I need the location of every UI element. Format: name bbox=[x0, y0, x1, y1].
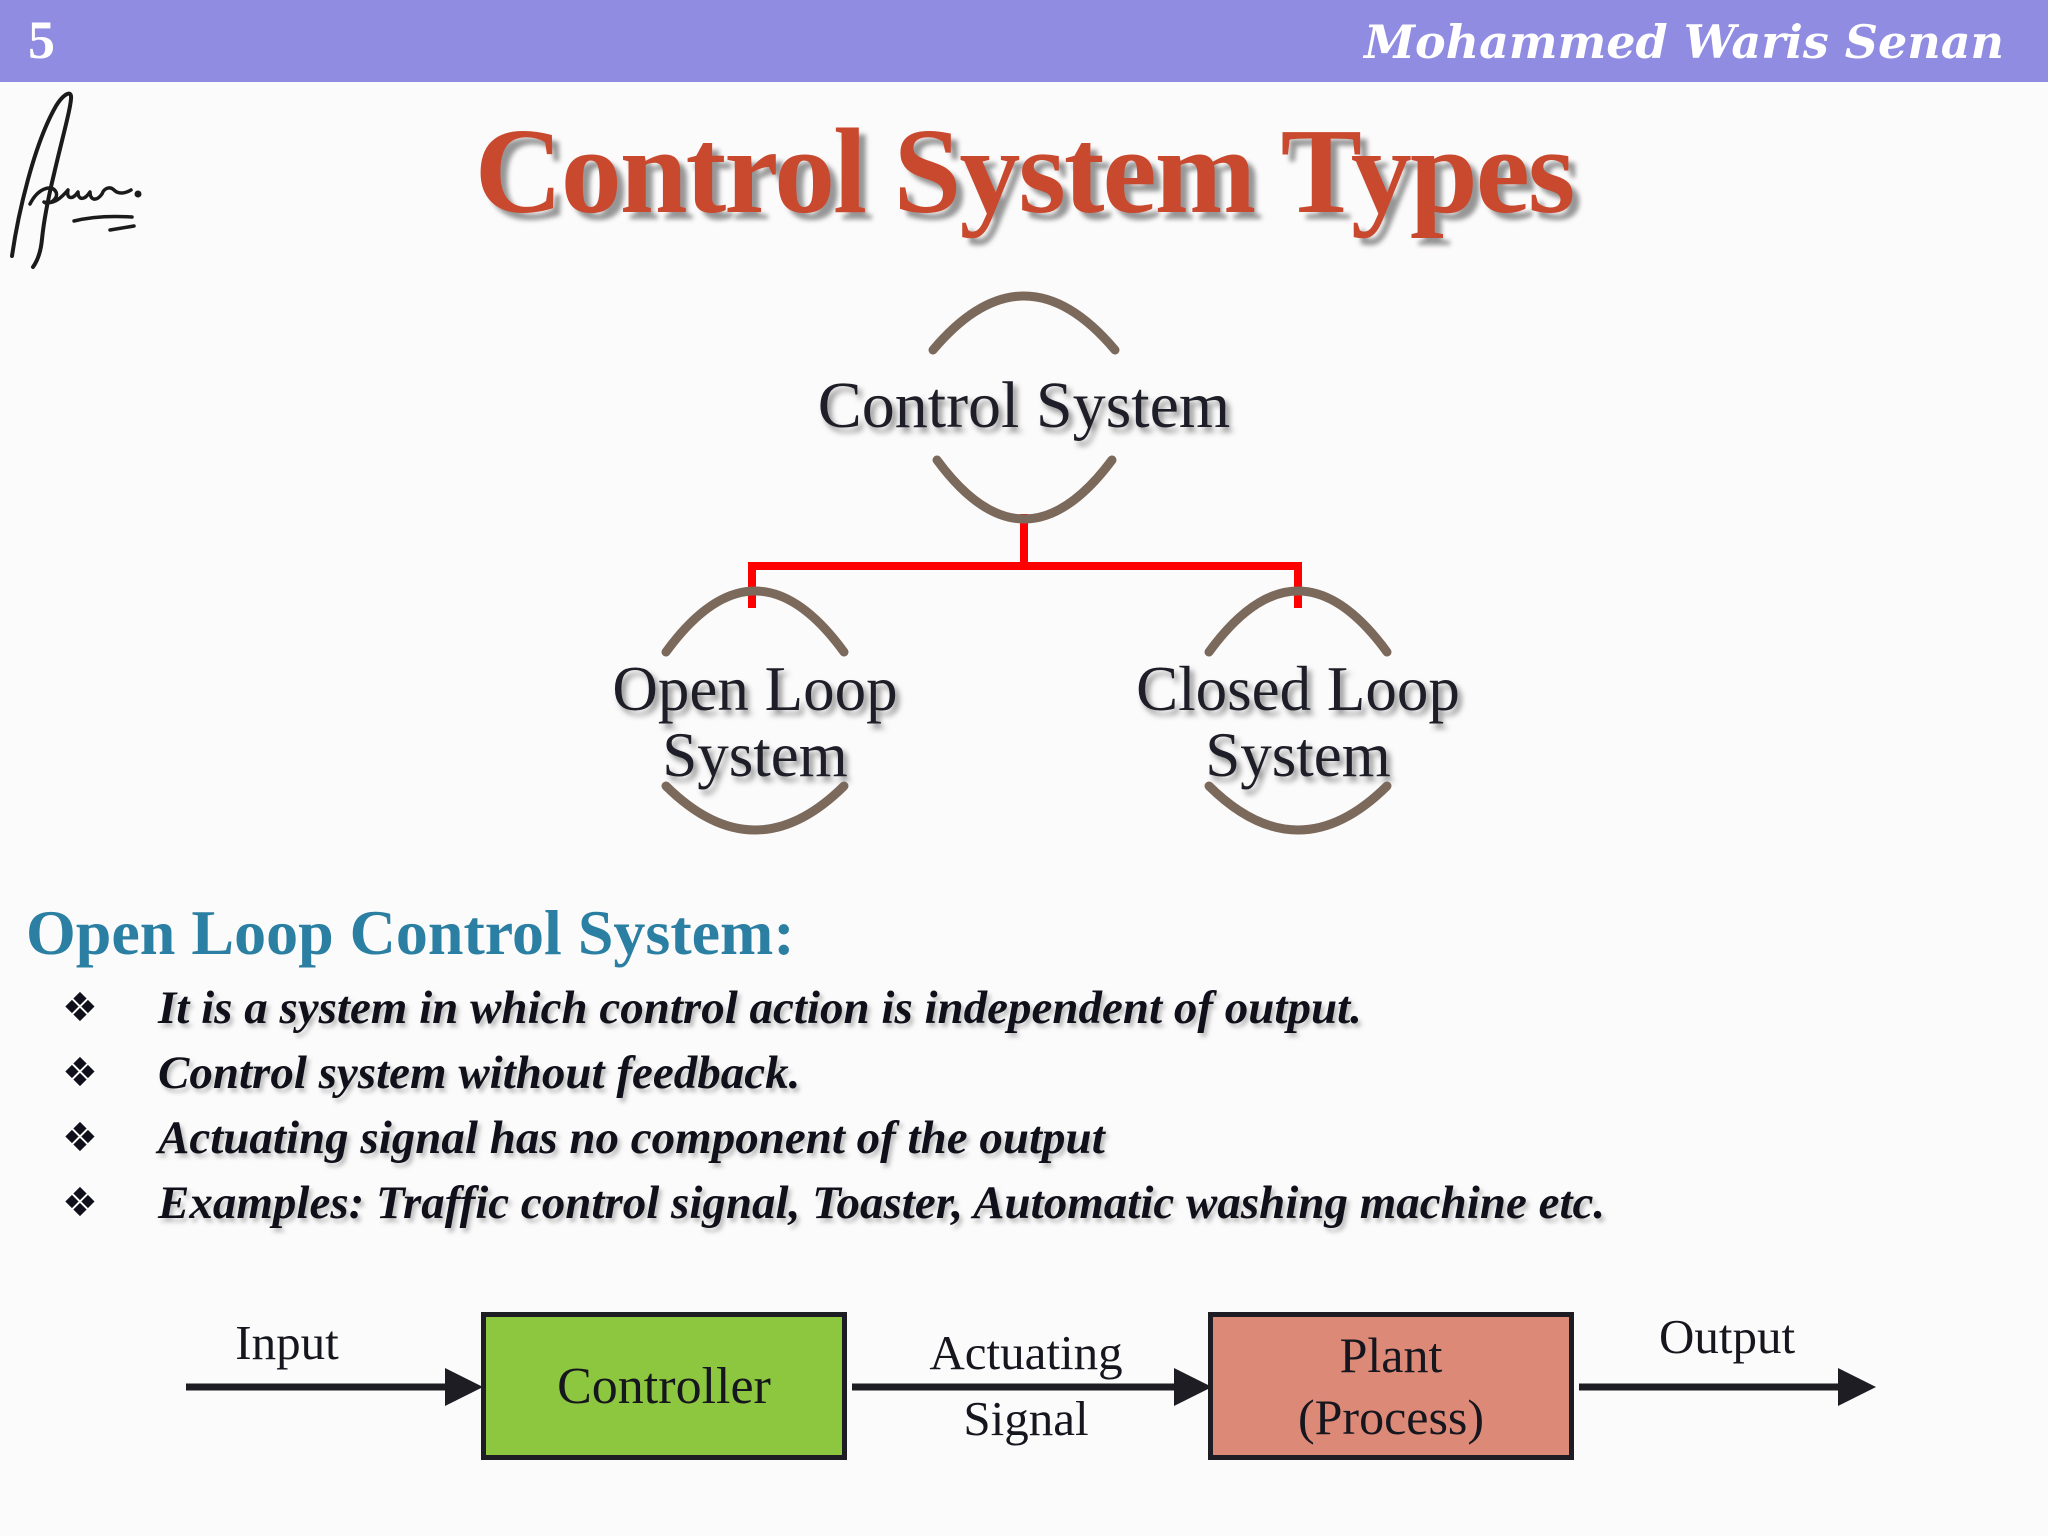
actuating-label-line1: Actuating bbox=[929, 1325, 1123, 1380]
bullet-text: It is a system in which control action i… bbox=[158, 981, 1362, 1034]
signature-underline-dash bbox=[108, 224, 136, 232]
actuating-arrowhead bbox=[1174, 1368, 1212, 1406]
diamond-bullet-icon: ❖ bbox=[62, 1049, 98, 1096]
bullet-text: Actuating signal has no component of the… bbox=[158, 1111, 1105, 1164]
actuating-signal-label: Actuating Signal bbox=[876, 1320, 1176, 1452]
list-item: ❖ It is a system in which control action… bbox=[62, 975, 1982, 1040]
tree-node-control-system: Control System bbox=[817, 369, 1231, 442]
page-number: 5 bbox=[28, 10, 55, 70]
plant-block: Plant (Process) bbox=[1208, 1312, 1574, 1460]
signature-letters-stroke bbox=[28, 186, 133, 206]
tree-connector bbox=[748, 514, 1302, 608]
root-bottom-arc bbox=[932, 455, 1117, 524]
output-label: Output bbox=[1658, 1309, 1796, 1364]
list-item: ❖ Control system without feedback. bbox=[62, 1040, 1982, 1105]
bullet-list: ❖ It is a system in which control action… bbox=[62, 975, 1982, 1235]
bullet-text: Examples: Traffic control signal, Toaste… bbox=[158, 1176, 1606, 1229]
tree-node-closed-loop: Closed Loop System bbox=[1098, 656, 1498, 788]
tree-node-open-loop: Open Loop System bbox=[555, 656, 955, 788]
diamond-bullet-icon: ❖ bbox=[62, 1179, 98, 1226]
open-loop-top-arc bbox=[661, 586, 849, 657]
plant-label-line2: (Process) bbox=[1297, 1389, 1485, 1445]
actuating-label-line2: Signal bbox=[963, 1391, 1089, 1446]
open-loop-bottom-arc bbox=[661, 781, 849, 835]
list-item: ❖ Examples: Traffic control signal, Toas… bbox=[62, 1170, 1982, 1235]
signature-underline bbox=[72, 214, 134, 223]
controller-label: Controller bbox=[557, 1357, 771, 1415]
open-loop-line1: Open Loop bbox=[612, 654, 898, 724]
plant-label-line1: Plant bbox=[1339, 1327, 1443, 1383]
header-bar: 5 Mohammed Waris Senan bbox=[0, 0, 2048, 82]
closed-loop-line1: Closed Loop bbox=[1136, 654, 1460, 724]
closed-loop-bottom-arc bbox=[1204, 781, 1392, 835]
page-title: Control System Types bbox=[474, 104, 1576, 239]
diamond-bullet-icon: ❖ bbox=[62, 1114, 98, 1161]
controller-block: Controller bbox=[481, 1312, 847, 1460]
output-arrowhead bbox=[1838, 1368, 1876, 1406]
list-item: ❖ Actuating signal has no component of t… bbox=[62, 1105, 1982, 1170]
signature-dot bbox=[134, 190, 142, 198]
signature-main-stroke bbox=[10, 91, 74, 269]
input-arrowhead bbox=[445, 1368, 483, 1406]
bullet-text: Control system without feedback. bbox=[158, 1046, 801, 1099]
root-top-arc bbox=[928, 291, 1120, 355]
open-loop-line2: System bbox=[662, 720, 848, 790]
section-heading: Open Loop Control System: bbox=[26, 897, 795, 968]
closed-loop-line2: System bbox=[1205, 720, 1391, 790]
signature-icon bbox=[10, 91, 142, 269]
diamond-bullet-icon: ❖ bbox=[62, 984, 98, 1031]
input-label: Input bbox=[235, 1315, 339, 1370]
author-name: Mohammed Waris Senan bbox=[1364, 15, 2004, 69]
closed-loop-top-arc bbox=[1204, 586, 1392, 657]
